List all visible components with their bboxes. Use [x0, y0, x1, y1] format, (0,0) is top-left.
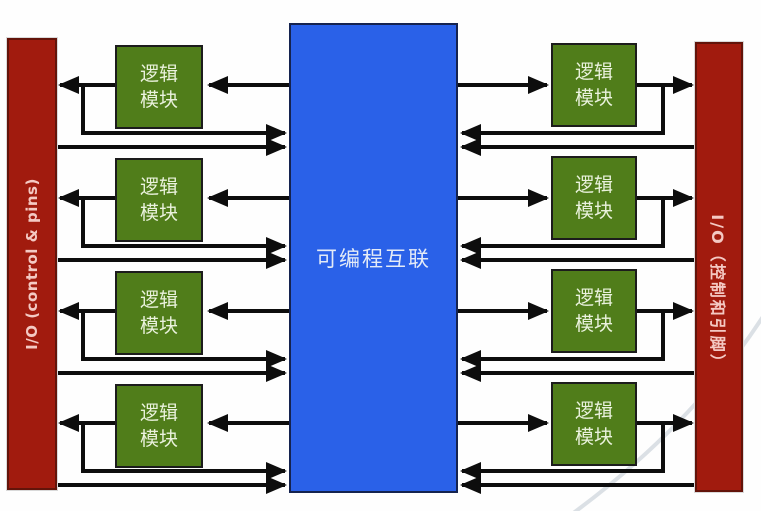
- logic-block-right-4: 逻辑 模块: [551, 382, 637, 466]
- logic-block-left-1: 逻辑 模块: [115, 45, 203, 129]
- logic-block-label-line1: 逻辑: [574, 287, 613, 309]
- wire-logic-feedback-r1: [460, 85, 665, 142]
- wire-logic-feedback-l4: [81, 423, 287, 480]
- wire-logic-feedback-r3: [460, 311, 665, 368]
- logic-block-label-line1: 逻辑: [139, 402, 178, 424]
- logic-block-right-1: 逻辑 模块: [551, 43, 637, 127]
- logic-block-label-line2: 模块: [139, 89, 178, 111]
- logic-block-label-line2: 模块: [139, 428, 178, 450]
- wire-logic-feedback-r4: [460, 423, 665, 480]
- logic-block-label-line2: 模块: [139, 315, 178, 337]
- wire-logic-feedback-r2: [460, 198, 665, 255]
- logic-block-label-line2: 模块: [574, 313, 613, 335]
- logic-block-right-3: 逻辑 模块: [551, 269, 637, 353]
- logic-block-label-line1: 逻辑: [139, 63, 178, 85]
- logic-block-left-3: 逻辑 模块: [115, 271, 203, 355]
- wire-logic-feedback-l2: [81, 198, 287, 255]
- io-bar-right: I/O（控制和引脚）: [695, 42, 743, 492]
- programmable-interconnect-block: 可编程互联: [289, 23, 458, 493]
- programmable-interconnect-label: 可编程互联: [316, 247, 431, 271]
- wire-logic-feedback-l3: [81, 311, 287, 368]
- logic-block-label-line2: 模块: [574, 87, 613, 109]
- logic-block-label-line1: 逻辑: [139, 289, 178, 311]
- io-bar-right-label: I/O（控制和引脚）: [708, 214, 727, 372]
- logic-block-label-line1: 逻辑: [574, 400, 613, 422]
- io-bar-left-label: I/O (control & pins): [23, 178, 41, 350]
- logic-block-label-line2: 模块: [574, 426, 613, 448]
- logic-block-right-2: 逻辑 模块: [551, 156, 637, 240]
- logic-block-label-line1: 逻辑: [574, 174, 613, 196]
- logic-block-label-line1: 逻辑: [139, 176, 178, 198]
- logic-block-label-line2: 模块: [139, 202, 178, 224]
- logic-block-left-4: 逻辑 模块: [115, 384, 203, 468]
- io-bar-left: I/O (control & pins): [7, 38, 57, 490]
- logic-block-label-line1: 逻辑: [574, 61, 613, 83]
- wire-logic-feedback-l1: [81, 85, 287, 142]
- logic-block-label-line2: 模块: [574, 200, 613, 222]
- logic-block-left-2: 逻辑 模块: [115, 158, 203, 242]
